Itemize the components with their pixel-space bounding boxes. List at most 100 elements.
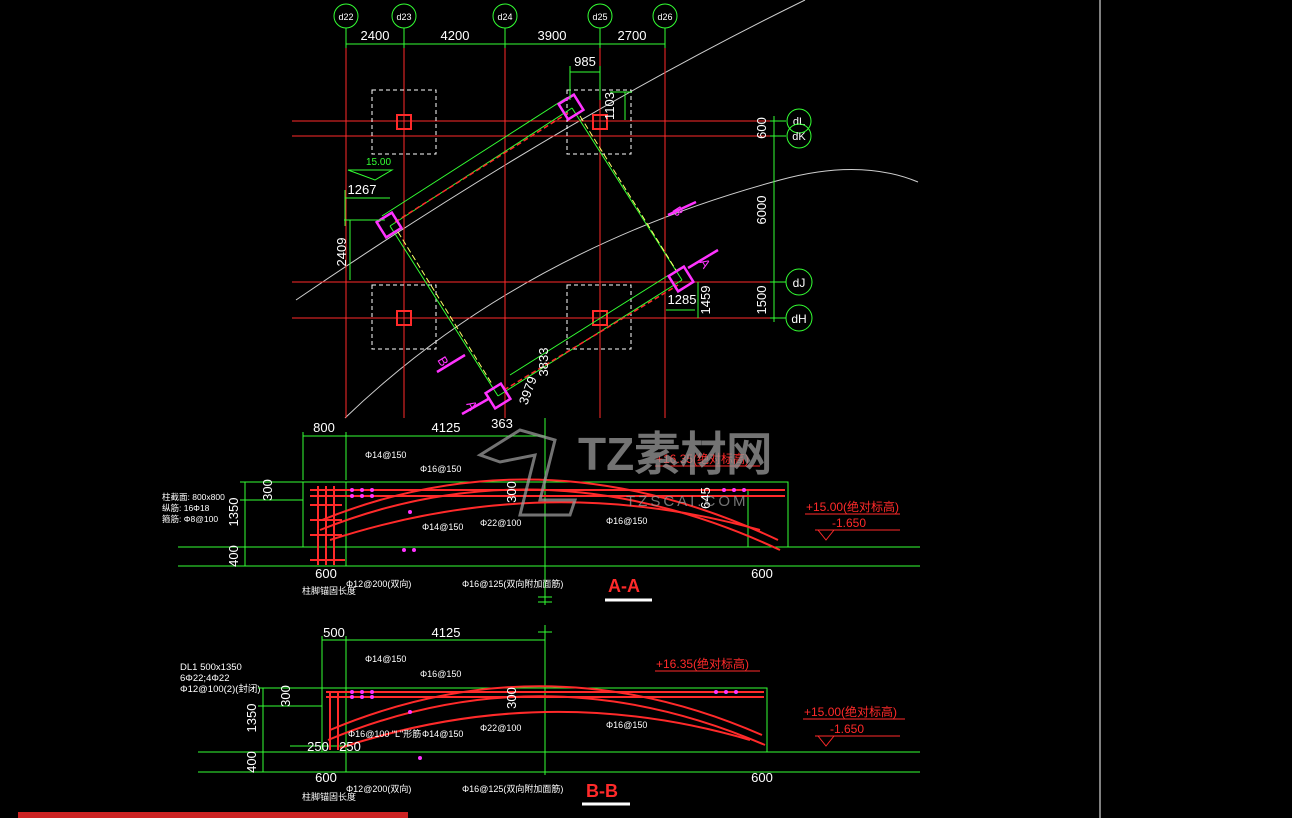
dim-6000: 6000 — [754, 196, 769, 225]
bb-elev-minus-1650: -1.650 — [830, 722, 864, 736]
bb-rebar-label: Φ14@150 — [365, 654, 406, 664]
aa-col-note-line: 柱截面: 800x800 — [162, 492, 225, 502]
bb-dim-500: 500 — [323, 625, 345, 640]
bb-rebar-label: Φ12@200(双向) — [346, 783, 411, 794]
aa-bottom-note: 柱脚锚固长度 — [302, 585, 356, 596]
bb-rebar-label: Φ16@100 "L"形筋 — [348, 728, 421, 739]
bb-slab-outline — [198, 687, 920, 773]
elevation-flag-15: 15.00 — [366, 157, 391, 168]
column-tag-label: d25 — [592, 12, 607, 22]
bb-bottom-note: 柱脚锚固长度 — [302, 791, 356, 802]
plan-dimension-texts: 985 1103 1267 2409 1285 1459 3833 3979 — [334, 54, 713, 407]
plan-arc-outer — [295, 0, 806, 301]
aa-slab-outline — [178, 481, 920, 567]
aa-elev-15-00: +15.00(绝对标高) — [806, 499, 899, 514]
bb-rebar-label: Φ16@150 — [606, 720, 647, 730]
watermark-url-text: TZSCAI.COM — [626, 493, 749, 510]
column-tag-label: d24 — [497, 12, 512, 22]
bb-dim-600-right: 600 — [751, 770, 773, 785]
bb-rebar-label: Φ16@125(双向附加面筋) — [462, 783, 563, 794]
rotated-column-squares — [374, 92, 696, 411]
bb-dim-1350: 1350 — [244, 704, 259, 733]
column-tag-label: d23 — [396, 12, 411, 22]
aa-rebar-label: Φ22@100 — [480, 518, 521, 528]
bb-elev-16-35: +16.35(绝对标高) — [656, 656, 749, 671]
dim-1103: 1103 — [602, 92, 617, 120]
bb-rebar-label: Φ22@100 — [480, 723, 521, 733]
bb-side-dims: 300 1350 400 300 250 250 600 600 — [244, 685, 773, 785]
aa-col-note-line: 箍筋: Φ8@100 — [162, 514, 218, 524]
plan-arc-inner — [344, 169, 919, 419]
aa-rebar-label: Φ14@150 — [365, 450, 406, 460]
dim-1267: 1267 — [348, 182, 377, 197]
bb-beam-note-line: Φ12@100(2)(封闭) — [180, 683, 261, 695]
row-tag-bubbles: dL dK dJ dH — [770, 108, 813, 332]
dim-1459: 1459 — [698, 286, 713, 315]
aa-col-note-line: 纵筋: 16Φ18 — [162, 503, 210, 513]
dim-2409: 2409 — [334, 238, 349, 267]
aa-elevations: +16.35(绝对标高) +15.00(绝对标高) -1.650 — [656, 451, 899, 530]
bb-dim-4125: 4125 — [432, 625, 461, 640]
plan-view: d22 d23 d24 d25 d26 — [292, 0, 919, 419]
aa-dim-600-left: 600 — [315, 566, 337, 581]
bb-elev-15-00: +15.00(绝对标高) — [804, 704, 897, 719]
row-axis-lines — [292, 120, 785, 319]
aa-rebar-labels: Φ14@150 Φ16@150 Φ14@150 Φ22@100 Φ16@150 … — [302, 450, 647, 596]
aa-rebar-label: Φ16@125(双向附加面筋) — [462, 578, 563, 589]
bb-rebars — [326, 685, 766, 750]
aa-section-title: A-A — [608, 576, 640, 596]
aa-side-dims: 300 1350 400 300 645 600 600 — [226, 479, 773, 581]
bb-rebar-label: Φ16@150 — [420, 669, 461, 679]
watermark-brand-text: TZ素材网 — [578, 428, 772, 480]
plan-dim-lines — [344, 66, 699, 318]
bb-dim-400: 400 — [244, 751, 259, 773]
aa-dim-400: 400 — [226, 545, 241, 567]
row-spacing-dims: 600 6000 1500 — [754, 117, 769, 314]
bb-section-title: B-B — [586, 781, 618, 801]
column-tag-label: d22 — [338, 12, 353, 22]
dim-2700: 2700 — [618, 28, 647, 43]
aa-rebar-dots — [350, 488, 746, 552]
dim-4200: 4200 — [441, 28, 470, 43]
row-tag-dJ: dJ — [793, 276, 806, 290]
section-a-a: 800 4125 363 — [162, 416, 920, 605]
aa-dim-4125: 4125 — [432, 420, 461, 435]
column-spacing-dims: 2400 4200 3900 2700 — [361, 28, 647, 43]
aa-elev-minus-1650: -1.650 — [832, 516, 866, 530]
dim-2400: 2400 — [361, 28, 390, 43]
bb-dim-300-mid: 300 — [504, 687, 519, 709]
column-tag-label: d26 — [657, 12, 672, 22]
bb-dim-600-left: 600 — [315, 770, 337, 785]
watermark: TZ素材网 TZSCAI.COM — [476, 428, 772, 517]
aa-dim-363: 363 — [491, 416, 513, 431]
aa-dim-600-right: 600 — [751, 566, 773, 581]
aa-dim-800: 800 — [313, 420, 335, 435]
column-axis-lines — [345, 40, 666, 418]
aa-dim-300-mid: 300 — [504, 481, 519, 503]
aa-rebar-label: Φ16@150 — [420, 464, 461, 474]
row-tag-dL: dL — [793, 116, 805, 128]
bb-dim-250-left: 250 — [307, 739, 329, 754]
column-tag-bubbles: d22 d23 d24 d25 d26 — [333, 3, 678, 48]
dim-1500: 1500 — [754, 286, 769, 315]
bb-beam-note-line: 6Φ22;4Φ22 — [180, 673, 230, 684]
dim-1285: 1285 — [668, 292, 697, 307]
footing-outlines — [371, 89, 632, 350]
aa-dim-300: 300 — [260, 479, 275, 501]
aa-rebars — [310, 478, 785, 565]
row-tag-dH: dH — [791, 312, 806, 326]
dim-3833: 3833 — [536, 348, 551, 377]
dim-600: 600 — [754, 117, 769, 139]
bb-rebar-label: Φ14@150 — [422, 729, 463, 739]
bb-elevations: +16.35(绝对标高) +15.00(绝对标高) -1.650 — [656, 656, 897, 736]
section-b-b: 500 4125 Φ14@150 Φ16@ — [180, 625, 920, 806]
aa-dim-1350: 1350 — [226, 498, 241, 527]
aa-column-note: 柱截面: 800x800 纵筋: 16Φ18 箍筋: Φ8@100 — [162, 492, 225, 524]
dim-985: 985 — [574, 54, 596, 69]
bb-rebar-labels: Φ14@150 Φ16@150 Φ16@100 "L"形筋 Φ14@150 Φ2… — [302, 654, 647, 802]
bb-beam-note: DL1 500x1350 6Φ22;4Φ22 Φ12@100(2)(封闭) — [180, 662, 261, 695]
watermark-logo-icon — [476, 428, 578, 517]
aa-elev-16-35: +16.35(绝对标高) — [656, 451, 749, 466]
